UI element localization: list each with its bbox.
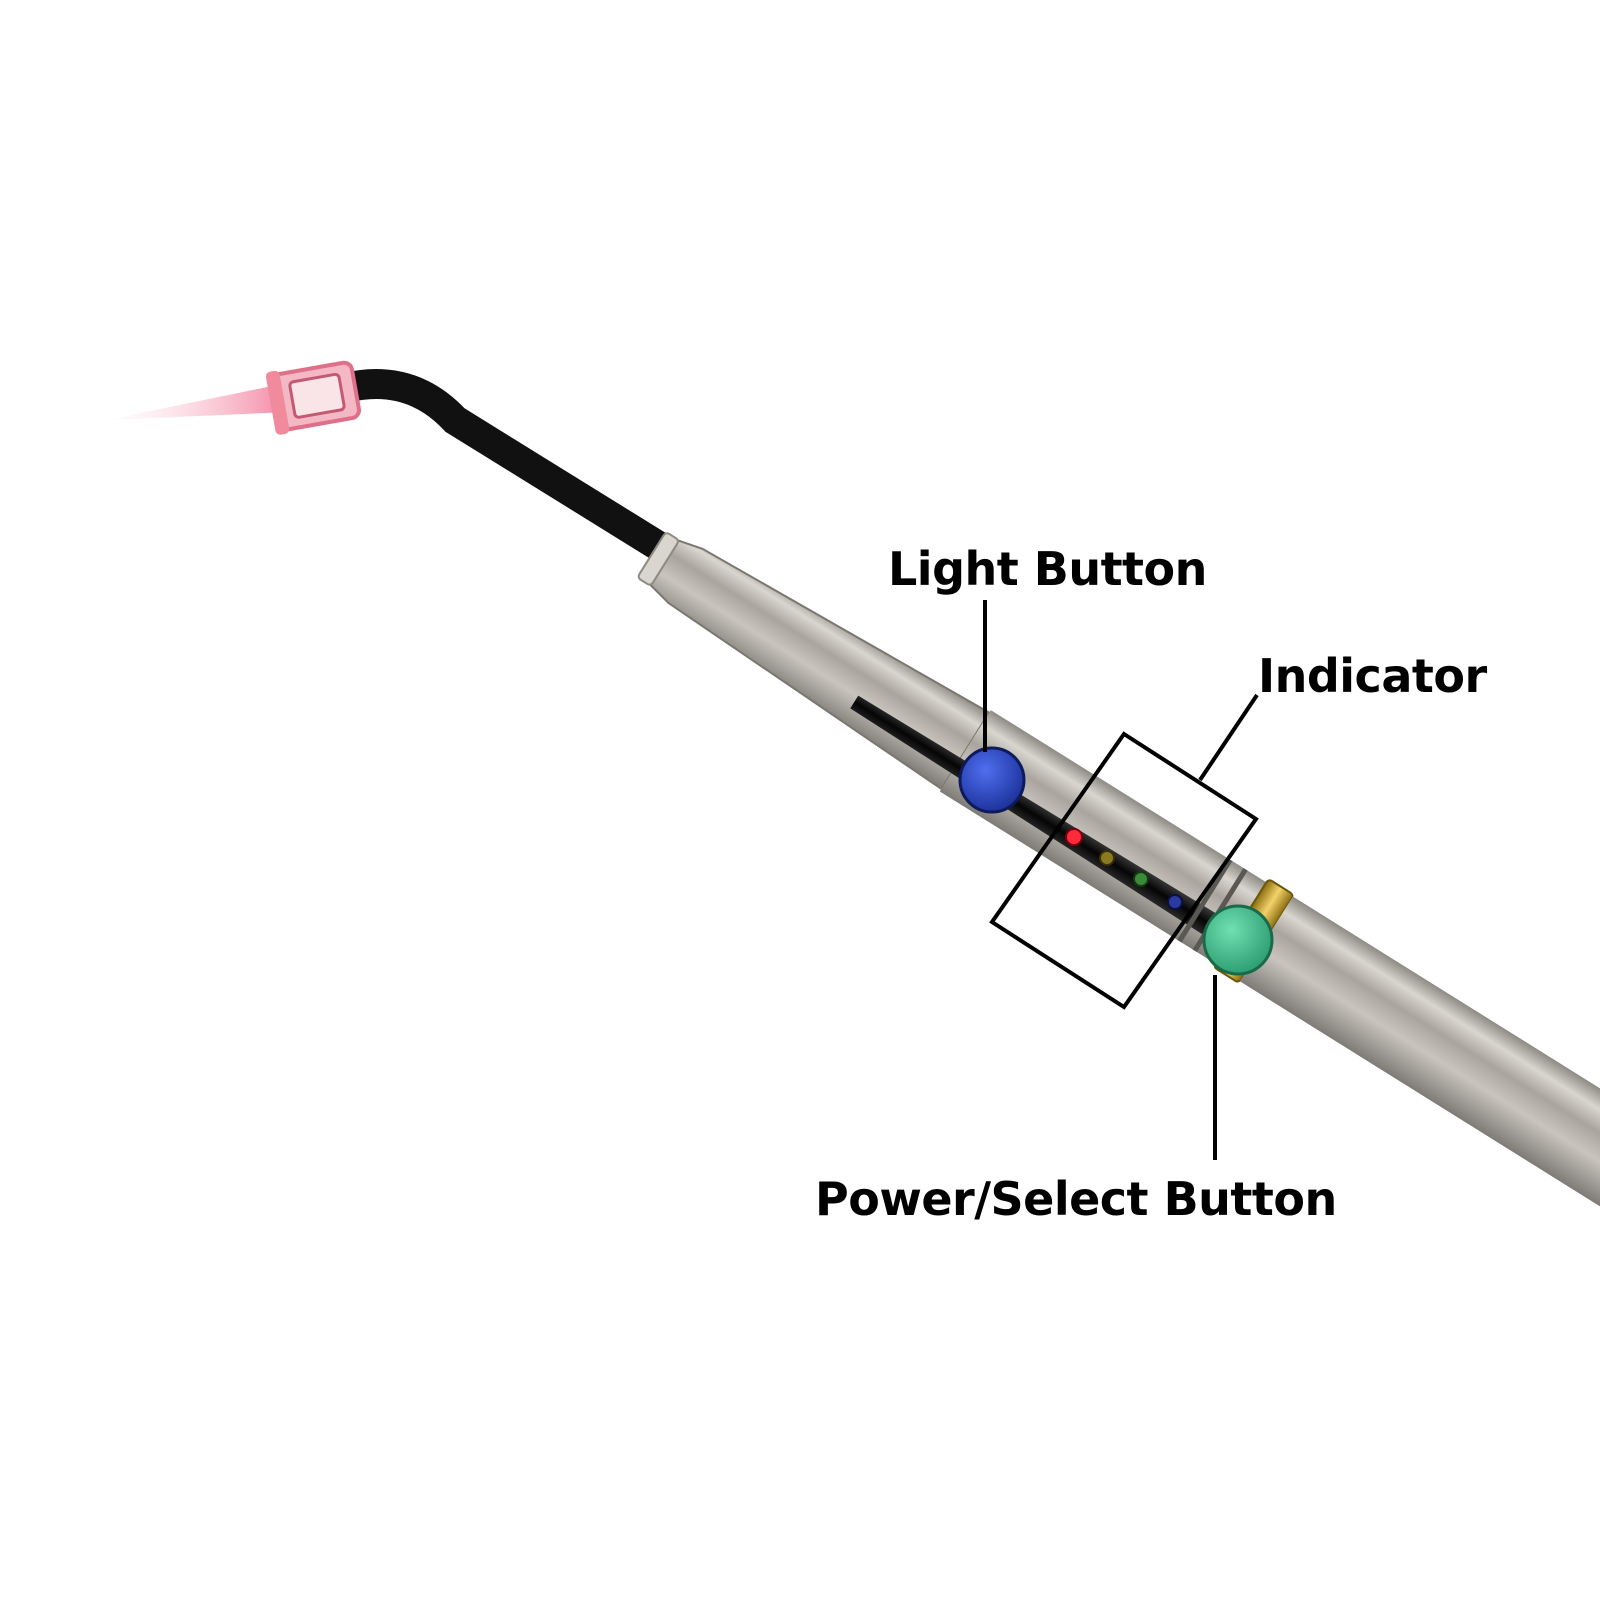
- indicator-led-yellow: [1099, 850, 1115, 866]
- handpiece: [637, 532, 1600, 1247]
- indicator-led-red: [1065, 828, 1083, 846]
- power-select-button[interactable]: [1202, 904, 1274, 976]
- power-select-button-label: Power/Select Button: [815, 1172, 1337, 1226]
- probe-tip: [265, 360, 361, 435]
- indicator-led-green: [1133, 871, 1149, 887]
- indicator-box: [989, 731, 1259, 1010]
- indicator-label: Indicator: [1258, 649, 1487, 703]
- control-band: [850, 695, 1218, 936]
- light-button-label: Light Button: [888, 542, 1207, 596]
- indicator-leader: [1198, 693, 1259, 782]
- light-button[interactable]: [958, 746, 1026, 814]
- laser-beam: [106, 384, 288, 420]
- light-guide-rod: [330, 369, 683, 567]
- indicator-led-blue: [1167, 894, 1183, 910]
